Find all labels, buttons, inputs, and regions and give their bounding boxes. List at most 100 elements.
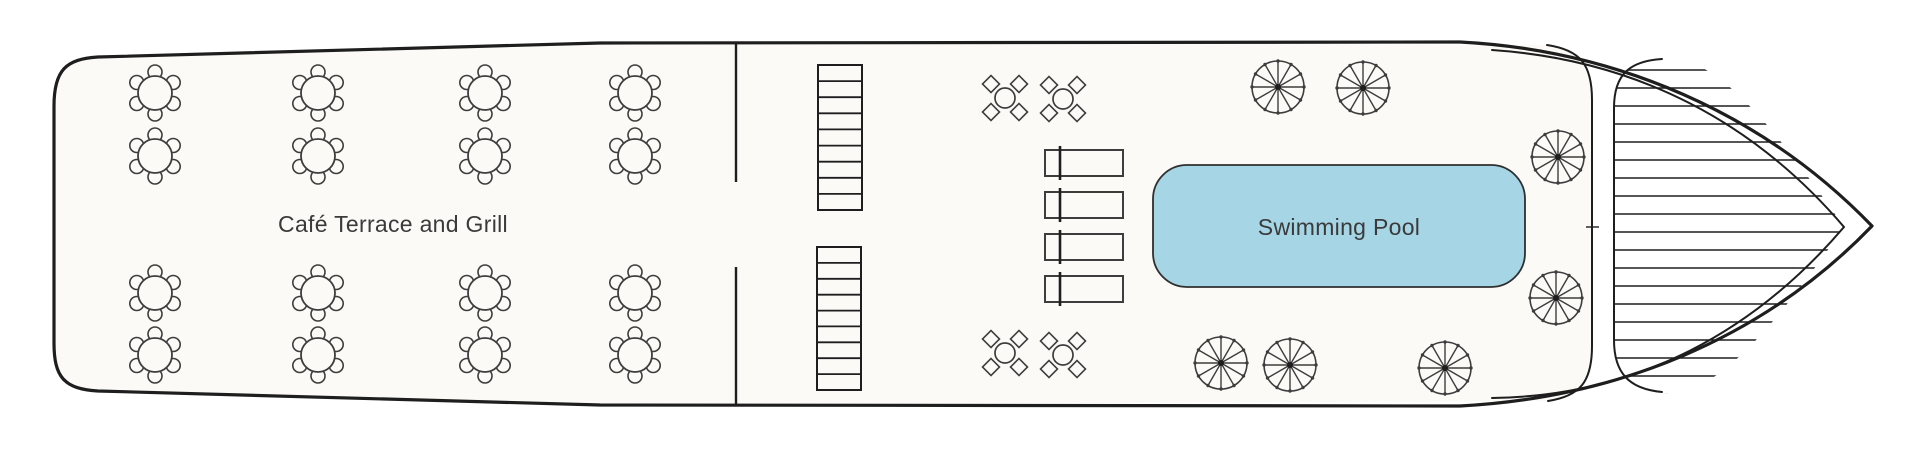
- umbrella-spoke: [1276, 342, 1291, 366]
- umbrella-spoke: [1557, 143, 1581, 158]
- umbrella-pole: [1360, 85, 1366, 91]
- umbrella-rib-tip: [1556, 181, 1560, 185]
- umbrella-spoke: [1533, 284, 1557, 299]
- umbrella-rib-tip: [1576, 309, 1581, 313]
- umbrella-spoke: [1542, 275, 1557, 299]
- pool-table: [1039, 331, 1087, 379]
- umbrella-rib-tip: [1469, 366, 1473, 370]
- umbrella-spoke: [1555, 297, 1579, 312]
- umbrella-rib-tip: [1241, 374, 1246, 378]
- cafe-table: [129, 127, 181, 185]
- umbrella-spoke: [1444, 345, 1459, 369]
- umbrella-pole: [1553, 295, 1559, 301]
- umbrella-spoke: [1362, 87, 1377, 111]
- umbrella-rib-tip: [1543, 177, 1547, 182]
- umbrella-rib-tip: [1430, 388, 1434, 393]
- pool-table: [981, 329, 1029, 377]
- umbrella-spoke: [1289, 351, 1313, 366]
- umbrella-spoke: [1276, 364, 1291, 388]
- cafe-table: [291, 326, 345, 384]
- cafe-table: [129, 64, 181, 122]
- umbrella-rib-tip: [1541, 273, 1545, 278]
- table-top: [617, 138, 653, 174]
- table-top: [137, 275, 173, 311]
- cafe-table: [608, 326, 662, 384]
- table-top: [300, 275, 336, 311]
- umbrella-rib-tip: [1541, 318, 1545, 323]
- umbrella-pole: [1442, 365, 1448, 371]
- umbrella-icon: [1417, 340, 1473, 396]
- umbrella-spoke: [1198, 362, 1222, 377]
- lounger-frame: [1044, 275, 1124, 303]
- cafe-table: [129, 264, 181, 322]
- umbrella-spoke: [1340, 87, 1364, 102]
- umbrella-rib-tip: [1528, 296, 1532, 300]
- stairs-frame: [816, 246, 862, 391]
- table-top: [617, 275, 653, 311]
- chair-icon: [981, 357, 1001, 377]
- umbrella-spoke: [1264, 64, 1279, 88]
- umbrella-rib-tip: [1298, 98, 1303, 102]
- cafe-table: [291, 127, 345, 185]
- umbrella-icon: [1250, 59, 1306, 115]
- umbrella-spoke: [1255, 73, 1279, 88]
- umbrella-spoke: [1362, 65, 1377, 89]
- umbrella-rib-tip: [1556, 129, 1560, 133]
- umbrella-pole: [1218, 360, 1224, 366]
- umbrella-spoke: [1422, 354, 1446, 369]
- umbrella-rib-tip: [1580, 296, 1584, 300]
- umbrella-rib-tip: [1289, 62, 1293, 67]
- umbrella-spoke: [1444, 367, 1468, 382]
- umbrella-rib-tip: [1262, 363, 1266, 367]
- pool-table: [1039, 75, 1087, 123]
- umbrella-spoke: [1542, 297, 1557, 321]
- table-top: [467, 337, 503, 373]
- umbrella-rib-tip: [1310, 350, 1315, 354]
- umbrella-rib-tip: [1196, 348, 1201, 352]
- umbrella-rib-tip: [1361, 112, 1365, 116]
- table-top: [300, 337, 336, 373]
- umbrella-rib-tip: [1456, 343, 1460, 348]
- umbrella-pole: [1287, 362, 1293, 368]
- umbrella-rib-tip: [1245, 361, 1249, 365]
- cafe-table: [458, 64, 512, 122]
- cafe-table: [458, 326, 512, 384]
- umbrella-rib-tip: [1250, 85, 1254, 89]
- chair-icon: [1067, 75, 1087, 95]
- chair-icon: [1039, 75, 1059, 95]
- umbrella-rib-tip: [1554, 270, 1558, 274]
- umbrella-rib-tip: [1348, 108, 1352, 113]
- umbrella-spoke: [1198, 349, 1222, 364]
- pool-table: [981, 74, 1029, 122]
- cafe-table: [458, 264, 512, 322]
- umbrella-rib-tip: [1443, 340, 1447, 344]
- umbrella-rib-tip: [1567, 273, 1571, 278]
- superstructure-end-wall: [1546, 44, 1593, 402]
- table-top: [617, 75, 653, 111]
- umbrella-rib-tip: [1276, 59, 1280, 63]
- umbrella-icon: [1262, 337, 1318, 393]
- umbrella-rib-tip: [1578, 168, 1583, 172]
- sun-lounger: [1044, 146, 1124, 180]
- umbrella-spoke: [1207, 340, 1222, 364]
- umbrella-rib-tip: [1241, 348, 1246, 352]
- umbrella-icon: [1528, 270, 1584, 326]
- cafe-table: [608, 127, 662, 185]
- umbrella-rib-tip: [1374, 63, 1378, 68]
- umbrella-icon: [1193, 335, 1249, 391]
- umbrella-rib-tip: [1206, 383, 1210, 388]
- umbrella-rib-tip: [1338, 99, 1343, 103]
- umbrella-spoke: [1289, 342, 1304, 366]
- lounger-frame: [1044, 233, 1124, 261]
- umbrella-pole: [1555, 154, 1561, 160]
- umbrella-spoke: [1557, 134, 1572, 158]
- umbrella-rib-tip: [1582, 155, 1586, 159]
- umbrella-rib-tip: [1265, 376, 1270, 380]
- table-top: [467, 275, 503, 311]
- table-top: [300, 138, 336, 174]
- table-top: [137, 138, 173, 174]
- chair-icon: [1067, 331, 1087, 351]
- umbrella-rib-tip: [1288, 389, 1292, 393]
- umbrella-spoke: [1535, 143, 1559, 158]
